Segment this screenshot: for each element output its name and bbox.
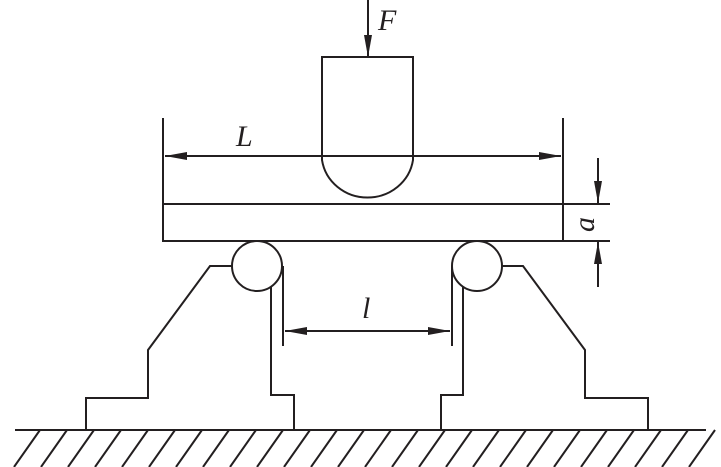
hatch-line xyxy=(661,429,689,467)
hatch-line xyxy=(634,429,662,467)
length-label: L xyxy=(235,120,253,153)
hatch-line xyxy=(418,429,446,467)
hatch-line xyxy=(580,429,608,467)
ground-hatching xyxy=(13,429,716,467)
hatch-line xyxy=(472,429,500,467)
hatch-line xyxy=(283,429,311,467)
hatch-line xyxy=(229,429,257,467)
hatch-line xyxy=(121,429,149,467)
hatch-line xyxy=(688,429,716,467)
hatch-line xyxy=(13,429,41,467)
hatch-line xyxy=(202,429,230,467)
hatch-line xyxy=(256,429,284,467)
hatch-line xyxy=(526,429,554,467)
thickness-label: a xyxy=(568,217,601,232)
specimen-beam xyxy=(162,203,564,242)
hatch-line xyxy=(40,429,68,467)
hatch-line xyxy=(337,429,365,467)
hatch-line xyxy=(148,429,176,467)
right-support xyxy=(440,265,649,430)
force-label: F xyxy=(377,4,397,37)
hatch-line xyxy=(499,429,527,467)
hatch-line xyxy=(391,429,419,467)
left-roller xyxy=(231,240,283,292)
hatch-line xyxy=(607,429,635,467)
hatch-line xyxy=(67,429,95,467)
hatch-line xyxy=(94,429,122,467)
hatch-line xyxy=(445,429,473,467)
hatch-line xyxy=(364,429,392,467)
hatch-line xyxy=(310,429,338,467)
left-support xyxy=(85,265,295,430)
hatch-line xyxy=(175,429,203,467)
right-roller xyxy=(451,240,503,292)
loading-nose xyxy=(321,56,414,199)
span-label: l xyxy=(362,292,370,325)
hatch-line xyxy=(553,429,581,467)
